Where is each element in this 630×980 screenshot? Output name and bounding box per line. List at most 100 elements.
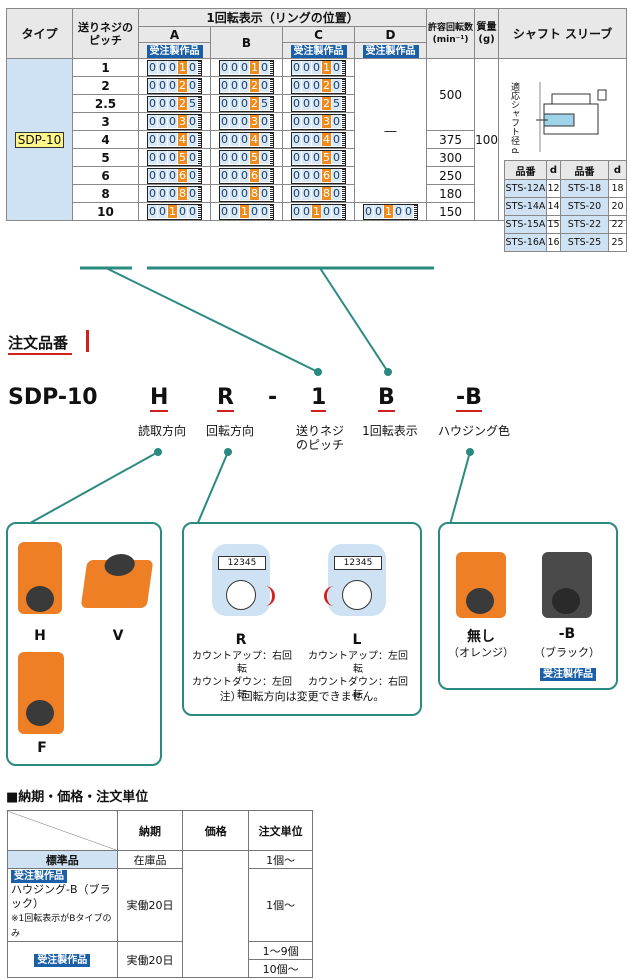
- label-v: V: [112, 628, 124, 644]
- cap-pitch: 送りネジのピッチ: [295, 424, 344, 452]
- code-series: SDP-10: [8, 385, 98, 410]
- r-note-1: カウントアップ：右回転: [192, 651, 292, 675]
- knob-orange-icon: [456, 552, 506, 618]
- sleeve-cell: 25: [608, 233, 627, 252]
- shaft-drawing: 適応シャフト径 d: [504, 76, 626, 158]
- head-unit: 注文単位: [248, 810, 313, 851]
- row-standard: 標準品: [7, 850, 118, 869]
- l-note: カウントアップ：左回転カウントダウン：右回転: [306, 650, 410, 702]
- title-marker: [86, 330, 89, 352]
- knob-h-icon: [18, 542, 62, 614]
- sleeve-cell: STS-15A: [504, 215, 547, 234]
- l-note-2: カウントダウン：右回転: [308, 677, 408, 701]
- sleeve-head: d: [608, 160, 627, 180]
- label-h: H: [34, 628, 46, 644]
- l-note-1: カウントアップ：左回転: [308, 651, 408, 675]
- standard-unit: 1個～: [248, 850, 313, 869]
- type-cell: SDP-10: [6, 58, 73, 221]
- dial-l-icon: 12345: [324, 544, 386, 616]
- custom-unit-10: 10個～: [248, 959, 313, 978]
- badge: 受注製作品: [11, 870, 67, 883]
- housing-badge-wrap: 受注製作品: [534, 662, 602, 681]
- sleeve-head: 品番: [560, 160, 609, 180]
- col-b: B: [210, 26, 283, 59]
- label-orange: （オレンジ）: [448, 646, 514, 659]
- head-price: 価格: [182, 810, 250, 851]
- sleeve-cell: STS-25: [560, 233, 609, 252]
- standard-delivery: 在庫品: [116, 850, 184, 869]
- code-read: H: [150, 385, 169, 412]
- col-type: タイプ: [6, 8, 73, 59]
- rpm-cell: 300: [426, 148, 476, 167]
- housing-color-box: 無し （オレンジ） -B （ブラック） 受注製作品: [438, 522, 618, 690]
- badge: 受注製作品: [362, 45, 419, 58]
- housing-b-text: ハウジング-B（ブラック）: [11, 883, 111, 910]
- price-cell: [182, 850, 250, 978]
- shaft-label: 適応シャフト径 d: [509, 82, 519, 154]
- col-d: D: [353, 26, 428, 43]
- price-table: 納期 価格 注文単位 標準品 在庫品 1個～ 受注製作品 ハウジング-B（ブラッ…: [7, 810, 313, 978]
- custom-delivery: 実働20日: [116, 941, 184, 978]
- badge-c-cell: 受注製作品: [282, 42, 355, 59]
- knob-black-icon: [542, 552, 592, 618]
- custom-unit-1-9: 1～9個: [248, 941, 313, 960]
- badge-d-cell: 受注製作品: [353, 42, 428, 59]
- label-f: F: [37, 740, 47, 756]
- d-dash: ―: [353, 58, 428, 203]
- badge: 受注製作品: [290, 45, 347, 58]
- r-note-2: カウントダウン：左回転: [192, 677, 292, 701]
- r-note: カウントアップ：右回転カウントダウン：左回転: [190, 650, 294, 702]
- sleeve-cell: 20: [608, 197, 627, 216]
- label-none: 無し: [467, 629, 495, 645]
- rotate-direction-box: 12345 R カウントアップ：右回転カウントダウン：左回転 12345 L カ…: [182, 522, 422, 716]
- code-housing: -B: [456, 385, 482, 412]
- cap-read: 読取方向: [137, 424, 186, 438]
- housing-b-unit: 1個～: [248, 868, 313, 942]
- housing-b-delivery: 実働20日: [116, 868, 184, 942]
- order-title-text: 注文品番: [8, 334, 69, 352]
- col-rpm-text: 許容回転数: [428, 22, 474, 33]
- order-title: 注文品番: [8, 332, 73, 355]
